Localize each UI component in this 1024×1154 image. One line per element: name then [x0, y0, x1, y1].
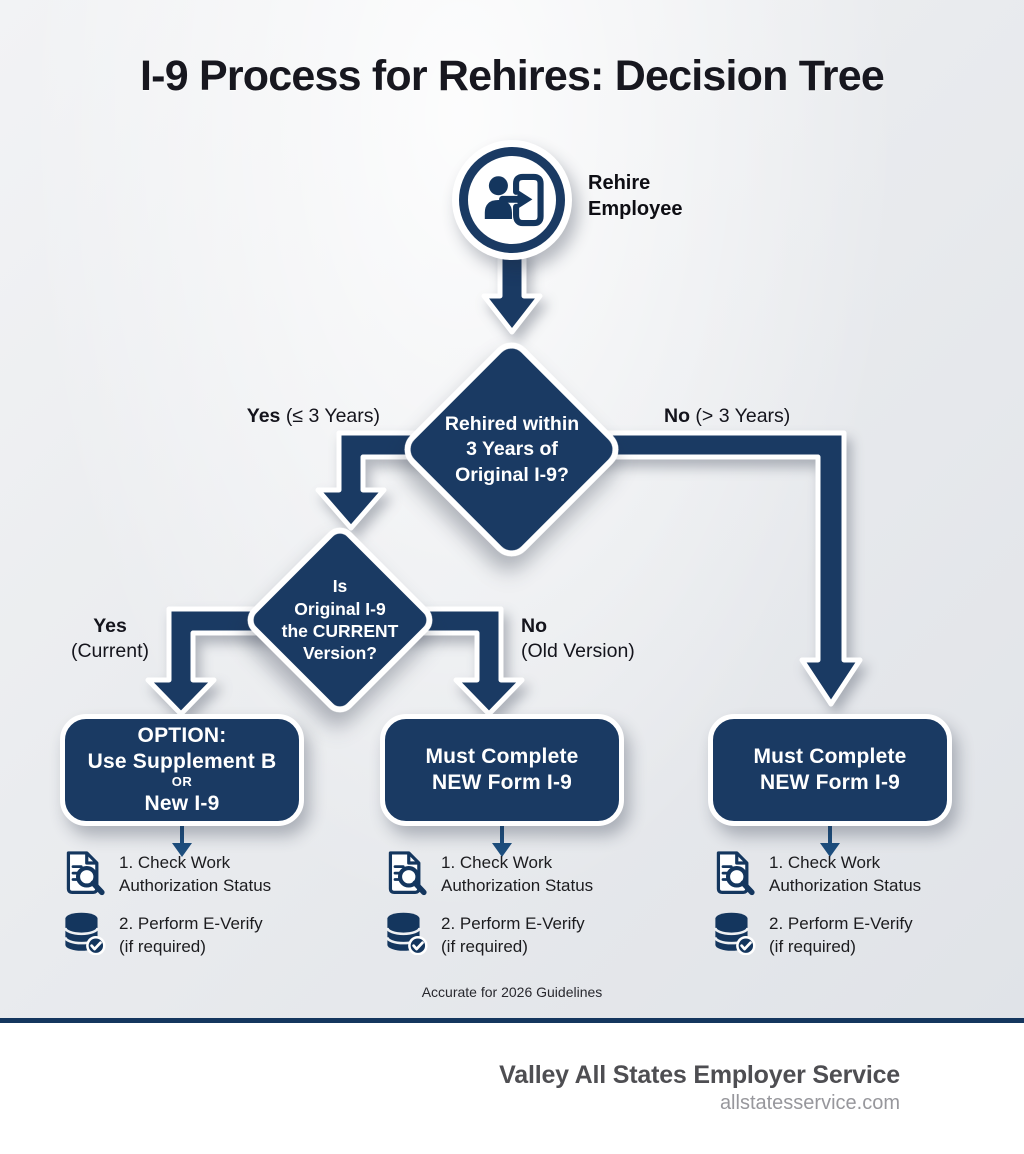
step-check-authorization: 1. Check Work Authorization Status: [384, 850, 634, 898]
start-node-ring: [459, 147, 565, 253]
step-everify: 2. Perform E-Verify (if required): [384, 911, 634, 959]
outcome-box-new-form-right: Must Complete NEW Form I-9: [708, 714, 952, 826]
connector-start-to-decision1: [481, 247, 543, 335]
website-url: allstatesservice.com: [719, 1092, 900, 1114]
document-search-icon: [62, 850, 106, 898]
start-node: [452, 140, 572, 260]
company-name: Valley All States Employer Service: [499, 1061, 900, 1089]
person-login-icon: [484, 173, 544, 227]
step-everify: 2. Perform E-Verify (if required): [62, 911, 312, 959]
footnote: Accurate for 2026 Guidelines: [421, 984, 603, 1000]
footer: Valley All States Employer Service allst…: [0, 1023, 1024, 1154]
document-search-icon: [712, 850, 756, 898]
decision1-text: Rehired within 3 Years of Original I-9?: [444, 412, 580, 486]
connector-box2-steps: [492, 822, 512, 857]
decision2-yes-label: Yes (Current): [70, 615, 149, 663]
steps-column-right: 1. Check Work Authorization Status 2. Pe…: [712, 850, 962, 972]
connector-box3-steps: [820, 822, 840, 857]
footer-divider: [0, 1018, 1024, 1023]
decision1-no-label: No (> 3 Years): [664, 405, 791, 427]
outcome-box-option: OPTION: Use Supplement B OR New I-9: [60, 714, 304, 826]
decision2-text: Is Original I-9 the CURRENT Version?: [281, 576, 399, 664]
step-check-authorization: 1. Check Work Authorization Status: [712, 850, 962, 898]
step-everify: 2. Perform E-Verify (if required): [712, 911, 962, 959]
connector-decision1-no: [577, 430, 863, 707]
database-check-icon: [62, 911, 106, 955]
step-check-authorization: 1. Check Work Authorization Status: [62, 850, 312, 898]
outcome-box-new-form-middle: Must Complete NEW Form I-9: [380, 714, 624, 826]
page-title: I-9 Process for Rehires: Decision Tree: [140, 52, 885, 100]
database-check-icon: [384, 911, 428, 955]
start-label: Rehire Employee: [588, 172, 683, 220]
connector-box1-steps: [172, 822, 192, 857]
decision1-yes-label: Yes (≤ 3 Years): [246, 405, 380, 427]
document-search-icon: [384, 850, 428, 898]
steps-column-left: 1. Check Work Authorization Status 2. Pe…: [62, 850, 312, 972]
decision2-no-label: No (Old Version): [521, 615, 635, 663]
database-check-icon: [712, 911, 756, 955]
steps-column-middle: 1. Check Work Authorization Status 2. Pe…: [384, 850, 634, 972]
